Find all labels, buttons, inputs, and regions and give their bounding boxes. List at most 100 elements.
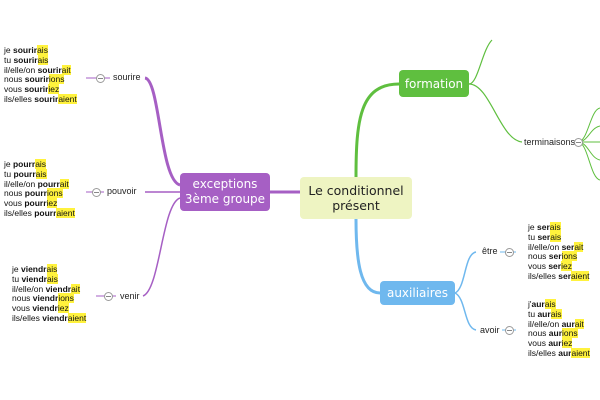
- verb-ending-highlight: ais: [46, 273, 58, 284]
- conjugation-line: ils/elles seraient: [528, 270, 590, 282]
- formation-label: formation: [404, 76, 464, 91]
- verb-stem: viendr: [45, 283, 72, 294]
- verb-ending-highlight: ait: [61, 64, 71, 75]
- connector-exceptions-sourire: [144, 76, 181, 187]
- verb-ending-highlight: ais: [35, 168, 47, 179]
- conjugation-line: je viendrais: [12, 264, 86, 275]
- verb-ending-highlight: ions: [562, 328, 578, 339]
- conjugation-line: il/elle/on sourirait: [4, 64, 77, 76]
- formation-node[interactable]: formation: [399, 70, 469, 97]
- pronoun: il/elle/on: [528, 241, 562, 252]
- verb-stem: sourir: [13, 54, 38, 65]
- verb-ending-highlight: ais: [550, 231, 562, 242]
- verb-label-pouvoir[interactable]: pouvoir: [107, 186, 137, 196]
- verb-ending-highlight: iez: [48, 84, 60, 95]
- conjugation-line: nous aurions: [528, 328, 590, 339]
- terminaisons-label[interactable]: terminaisons: [524, 137, 576, 147]
- verb-stem: pourr: [24, 188, 47, 199]
- verb-label-avoir[interactable]: avoir: [480, 325, 500, 335]
- collapse-venir-icon[interactable]: [104, 292, 113, 301]
- pronoun: vous: [4, 84, 25, 95]
- conjugation-line: je serais: [528, 222, 589, 233]
- verb-stem: ser: [558, 270, 571, 281]
- verb-stem: pourr: [24, 198, 47, 209]
- pronoun: tu: [12, 273, 22, 284]
- pronoun: tu: [528, 231, 538, 242]
- verb-stem: sourir: [24, 84, 49, 95]
- collapse-pouvoir-icon[interactable]: [92, 188, 101, 197]
- conjugation-line: vous auriez: [528, 338, 590, 349]
- verb-ending-highlight: ions: [47, 188, 63, 199]
- verb-stem: ser: [548, 251, 562, 262]
- conjugation-line: vous pourriez: [4, 198, 75, 209]
- verb-label-venir[interactable]: venir: [120, 291, 140, 301]
- verb-ending-highlight: ais: [37, 45, 48, 55]
- verb-ending-highlight: iez: [561, 261, 572, 272]
- verb-ending-highlight: aient: [571, 270, 590, 281]
- verb-stem: ser: [561, 241, 575, 252]
- auxiliaires-node[interactable]: auxiliaires: [380, 281, 455, 305]
- verb-ending-highlight: iez: [46, 198, 58, 209]
- conjugation-line: ils/elles auraient: [528, 347, 590, 359]
- connector-formation-terminaisons: [468, 83, 523, 143]
- connector-aux-avoir: [454, 292, 477, 331]
- conjugation-line: ils/elles souriraient: [4, 93, 77, 105]
- verb-stem: pourr: [34, 207, 57, 218]
- collapse-etre-icon[interactable]: [505, 248, 514, 257]
- connector-central-formation: [354, 82, 400, 178]
- verb-stem: aur: [561, 318, 575, 329]
- verb-label-sourire[interactable]: sourire: [113, 72, 141, 82]
- verb-stem: aur: [548, 328, 563, 339]
- pronoun: nous: [12, 293, 33, 304]
- pronoun: il/elle/on: [4, 178, 38, 189]
- verb-stem: viendr: [42, 312, 68, 323]
- pronoun: nous: [528, 251, 549, 262]
- verb-stem: aur: [558, 347, 572, 358]
- conjugation-line: nous pourrions: [4, 188, 75, 199]
- exceptions-node[interactable]: exceptions 3ème groupe: [180, 173, 270, 211]
- conjugation-line: nous souririons: [4, 74, 77, 85]
- verb-stem: viendr: [32, 293, 59, 304]
- connector-terminaisons-branch-5: [577, 141, 600, 181]
- verb-stem: sourir: [24, 74, 49, 85]
- conjugation-line: tu serais: [528, 231, 589, 243]
- pronoun: tu: [4, 54, 14, 65]
- conjugation-line: tu viendrais: [12, 273, 86, 285]
- verb-stem: sourir: [37, 64, 62, 75]
- verb-stem: ser: [548, 261, 562, 272]
- verb-ending-highlight: ais: [549, 222, 561, 232]
- collapse-avoir-icon[interactable]: [505, 326, 514, 335]
- conjugation-line: nous viendrions: [12, 293, 86, 304]
- verb-stem: pourr: [13, 168, 36, 179]
- exceptions-line1: exceptions: [192, 177, 258, 191]
- exceptions-line2: 3ème groupe: [184, 192, 266, 206]
- verb-label-etre[interactable]: être: [482, 246, 498, 256]
- verb-ending-highlight: iez: [561, 338, 573, 349]
- pronoun: je: [12, 264, 21, 274]
- pronoun: il/elle/on: [12, 283, 46, 294]
- verb-ending-highlight: ions: [48, 74, 65, 85]
- verb-stem: ser: [537, 231, 551, 242]
- pronoun: ils/elles: [4, 93, 35, 104]
- collapse-terminaisons-icon[interactable]: [574, 138, 583, 147]
- central-node[interactable]: Le conditionnel présent: [300, 177, 412, 219]
- conjugation-line: nous serions: [528, 251, 589, 262]
- pronoun: vous: [12, 303, 33, 314]
- conjugation-line: tu aurais: [528, 308, 590, 320]
- verb-stem: viendr: [32, 303, 58, 314]
- pronoun: il/elle/on: [4, 64, 38, 75]
- conjugation-line: il/elle/on pourrait: [4, 178, 75, 190]
- auxiliaires-label: auxiliaires: [386, 286, 449, 300]
- connector-central-auxiliaires: [354, 218, 381, 295]
- pronoun: j': [528, 299, 532, 309]
- pronoun: je: [528, 222, 537, 232]
- conjugation-line: ils/elles pourraient: [4, 207, 75, 219]
- pronoun: vous: [528, 338, 549, 349]
- collapse-sourire-icon[interactable]: [96, 74, 105, 83]
- conjugation-line: j'aurais: [528, 299, 590, 310]
- conjugation-line: il/elle/on aurait: [528, 318, 590, 330]
